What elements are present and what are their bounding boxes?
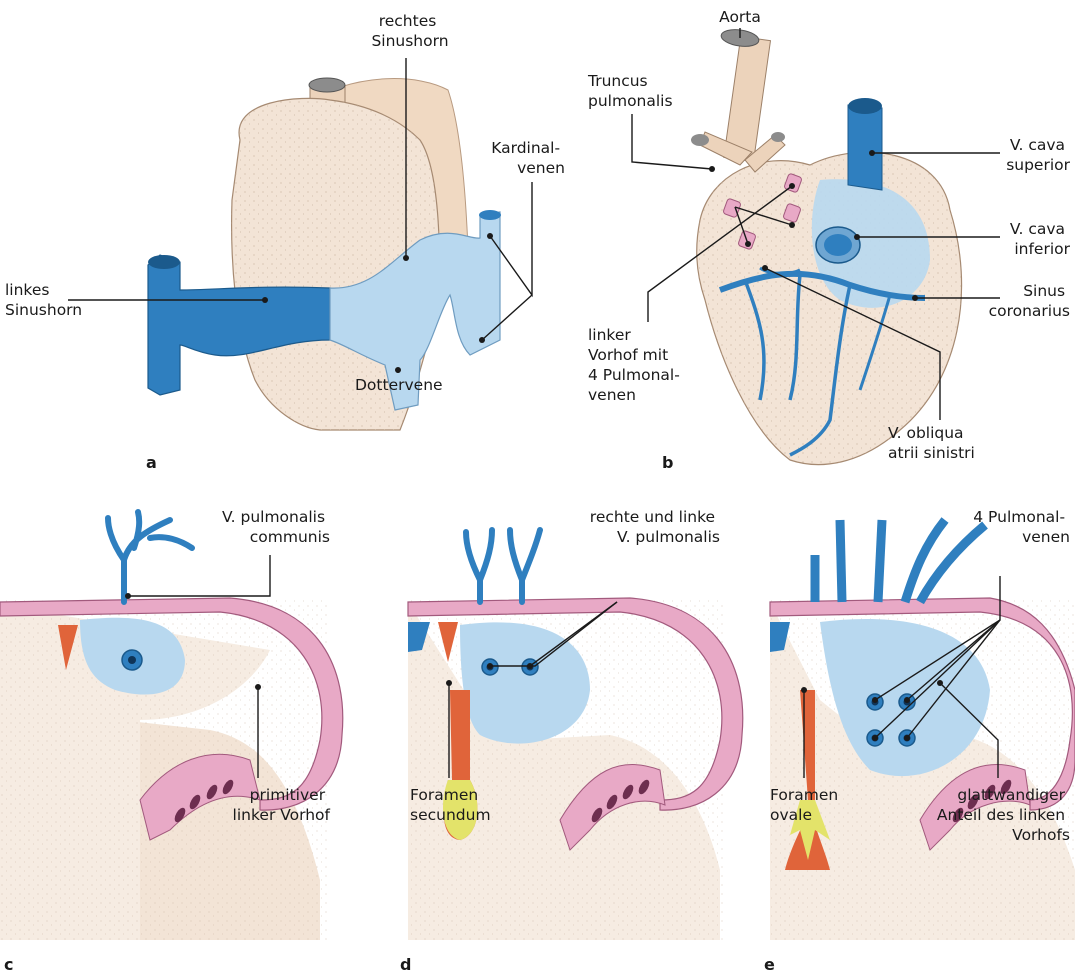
- panel-b-drawing: [691, 27, 962, 464]
- label-truncus-pulmonalis: Truncus pulmonalis: [587, 72, 673, 110]
- label-dottervene: Dottervene: [355, 376, 443, 394]
- label-linker-vorhof: linker Vorhof mit 4 Pulmonal- venen: [588, 326, 685, 404]
- panel-d-drawing: [408, 530, 743, 940]
- panel-a-drawing: [148, 78, 501, 430]
- panel-e-drawing: [770, 520, 1075, 940]
- label-sinus-coronarius: Sinus coronarius: [989, 282, 1070, 320]
- panel-letter-e: e: [764, 955, 775, 974]
- panel-letter-b: b: [662, 453, 673, 472]
- panel-letter-c: c: [4, 955, 13, 974]
- label-kardinalvenen: Kardinal- venen: [491, 139, 565, 177]
- label-rechte-linke-v-pulmonalis: rechte und linke V. pulmonalis: [590, 508, 720, 546]
- label-v-pulmonalis-communis: V. pulmonalis communis: [222, 508, 330, 546]
- label-aorta: Aorta: [719, 8, 761, 26]
- label-4-pulmonalvenen: 4 Pulmonal- venen: [973, 508, 1070, 546]
- label-v-cava-superior: V. cava superior: [1006, 136, 1070, 174]
- panel-letter-a: a: [146, 453, 157, 472]
- label-v-obliqua: V. obliqua atrii sinistri: [888, 424, 975, 462]
- panel-c-drawing: [0, 512, 343, 940]
- label-v-cava-inferior: V. cava inferior: [1010, 220, 1071, 258]
- label-rechtes-sinushorn: rechtes Sinushorn: [371, 12, 448, 50]
- panel-letter-d: d: [400, 955, 411, 974]
